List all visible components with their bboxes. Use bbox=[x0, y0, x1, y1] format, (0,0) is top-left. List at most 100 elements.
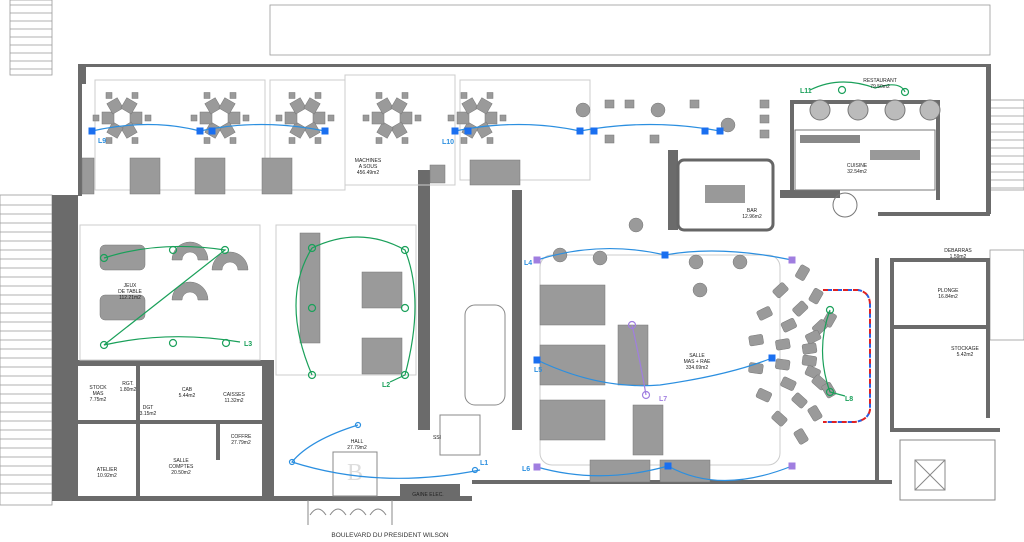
round-table bbox=[732, 254, 748, 270]
central-staircase bbox=[439, 304, 946, 491]
room-stockage-name: STOCKAGE bbox=[951, 346, 979, 352]
armchair bbox=[748, 334, 764, 347]
semicircle-game-table bbox=[171, 241, 209, 261]
restaurant-table bbox=[919, 99, 941, 121]
table-segment bbox=[106, 121, 124, 139]
seat bbox=[275, 114, 283, 122]
label-l8: L8 bbox=[845, 396, 853, 403]
green-light-fixture bbox=[99, 340, 109, 350]
purple-light-fixture bbox=[627, 320, 637, 330]
armchair bbox=[793, 428, 809, 445]
armchair bbox=[795, 264, 810, 281]
circuit-l11 bbox=[809, 81, 906, 93]
blue-light-fixture bbox=[451, 127, 459, 135]
blue-light-fixture bbox=[664, 462, 672, 470]
room-hall-area: 27.79m2 bbox=[347, 445, 367, 451]
table-segment bbox=[218, 121, 236, 139]
green-light-fixture bbox=[168, 245, 178, 255]
armchair bbox=[772, 282, 789, 299]
circuit-l5 bbox=[536, 357, 773, 387]
table-block bbox=[361, 337, 403, 375]
room-jeux-name2: DE TABLE bbox=[118, 289, 142, 295]
label-l5: L5 bbox=[534, 367, 542, 374]
room-machines-area: 456.49m2 bbox=[357, 170, 379, 176]
room-cuisine-area: 32.54m2 bbox=[847, 169, 867, 175]
table-segment bbox=[456, 111, 470, 125]
circuit-l1 bbox=[290, 424, 481, 479]
salle-perimeter-line bbox=[823, 289, 871, 423]
blue-light-fixture bbox=[576, 127, 584, 135]
room-machines-name: MACHINES bbox=[355, 158, 382, 164]
hexagonal-gaming-table bbox=[447, 92, 507, 144]
table-segment bbox=[204, 97, 222, 115]
armchair bbox=[791, 392, 808, 409]
table-block bbox=[361, 271, 403, 309]
seat bbox=[486, 92, 494, 99]
table-block bbox=[429, 164, 446, 184]
armchair bbox=[755, 388, 772, 403]
table-segment bbox=[303, 121, 321, 139]
green-light-fixture bbox=[400, 370, 410, 380]
green-light-fixture bbox=[99, 253, 109, 263]
purple-light-fixture bbox=[788, 462, 796, 470]
green-light-fixture bbox=[307, 370, 317, 380]
hexagonal-gaming-table bbox=[362, 92, 422, 144]
round-table bbox=[575, 102, 591, 118]
table-segment bbox=[284, 111, 298, 125]
label-l4: L4 bbox=[524, 260, 532, 267]
room-caisses-area: 11.32m2 bbox=[224, 398, 243, 404]
room-bar-name: BAR bbox=[747, 208, 758, 214]
restaurant-table bbox=[809, 99, 831, 121]
blue-light-fixture bbox=[88, 127, 96, 135]
entrance-doors bbox=[307, 500, 393, 525]
table-segment bbox=[218, 97, 236, 115]
room-jeux-area: 112.21m2 bbox=[119, 295, 141, 301]
seat bbox=[401, 92, 409, 99]
purple-light-fixture bbox=[641, 390, 651, 400]
seat bbox=[401, 137, 409, 144]
seat bbox=[486, 137, 494, 144]
purple-light-fixture bbox=[788, 256, 796, 264]
hexagonal-gaming-table bbox=[275, 92, 335, 144]
bar-counter bbox=[676, 158, 775, 232]
green-light-fixture bbox=[307, 243, 317, 253]
label-l10: L10 bbox=[442, 139, 454, 146]
armchair bbox=[775, 338, 791, 351]
table-segment bbox=[312, 111, 326, 125]
table-block bbox=[129, 157, 161, 195]
seat bbox=[131, 92, 139, 99]
table-block bbox=[299, 232, 321, 344]
circuit-l8 bbox=[821, 309, 846, 397]
table-block bbox=[539, 284, 606, 326]
seat bbox=[375, 137, 383, 144]
armchair bbox=[771, 410, 788, 427]
svg-text:B: B bbox=[347, 460, 363, 486]
blue-light-fixture bbox=[321, 127, 329, 135]
kitchen-equipment bbox=[794, 129, 936, 218]
street-name: BOULEVARD DU PRESIDENT WILSON bbox=[331, 532, 448, 539]
room-salle-comptes-name: SALLE bbox=[173, 458, 189, 464]
room-ssi-name: SSI bbox=[433, 435, 441, 441]
restaurant-table bbox=[884, 99, 906, 121]
table-block bbox=[617, 324, 649, 386]
room-salle-name: SALLE bbox=[689, 353, 705, 359]
green-light-fixture bbox=[825, 387, 835, 397]
room-bar-area: 12.96m2 bbox=[742, 214, 762, 220]
green-light-fixture bbox=[307, 303, 317, 313]
room-plonge-name: PLONGE bbox=[938, 288, 960, 294]
table-segment bbox=[129, 111, 143, 125]
small-table bbox=[604, 134, 615, 144]
label-l11: L11 bbox=[800, 88, 812, 95]
room-stockage-area: 5.42m2 bbox=[957, 352, 974, 358]
table-block bbox=[659, 459, 711, 483]
armchair bbox=[805, 329, 822, 345]
room-caisses-name: CAISSES bbox=[223, 392, 245, 398]
seat bbox=[375, 92, 383, 99]
blue-light-fixture bbox=[471, 466, 479, 474]
small-table bbox=[689, 99, 700, 109]
armchair bbox=[808, 288, 824, 305]
room-stock-mas-area: 7.75m2 bbox=[90, 397, 107, 403]
small-table bbox=[624, 99, 635, 109]
circuit-l7 bbox=[631, 324, 647, 396]
